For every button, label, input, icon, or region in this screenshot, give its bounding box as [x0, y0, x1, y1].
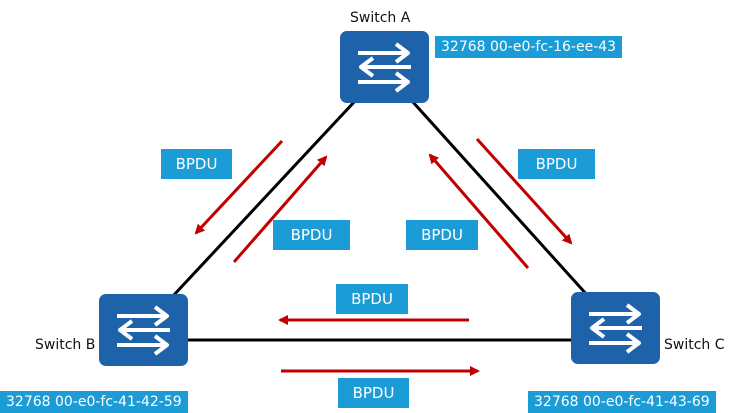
link-a-c: [382, 68, 618, 329]
bpdu-arrow-c-to-a: [428, 153, 530, 269]
switch-c-icon: [571, 292, 660, 364]
bpdu-label-c-to-a: BPDU: [406, 220, 478, 250]
bpdu-arrow-a-to-b: [194, 139, 284, 235]
bpdu-label-b-to-c: BPDU: [338, 378, 409, 408]
switch-b-name: Switch B: [35, 337, 96, 353]
switch-b-bridge-id: 32768 00-e0-fc-41-42-59: [0, 391, 188, 413]
bpdu-label-b-to-a: BPDU: [273, 220, 350, 250]
bpdu-label-a-to-c: BPDU: [518, 149, 595, 179]
switch-a-bridge-id: 32768 00-e0-fc-16-ee-43: [435, 36, 623, 58]
switch-b-icon: [99, 294, 188, 366]
bpdu-arrow-a-to-c: [475, 137, 573, 245]
bpdu-label-c-to-b: BPDU: [336, 284, 408, 314]
bpdu-arrow-b-to-a: [232, 155, 328, 263]
switch-c-name: Switch C: [664, 337, 725, 353]
bpdu-label-a-to-b: BPDU: [161, 149, 232, 179]
switch-a-icon: [340, 31, 429, 103]
switch-a-name: Switch A: [350, 10, 411, 26]
switch-c-bridge-id: 32768 00-e0-fc-41-43-69: [528, 391, 716, 413]
link-a-b: [142, 68, 386, 329]
